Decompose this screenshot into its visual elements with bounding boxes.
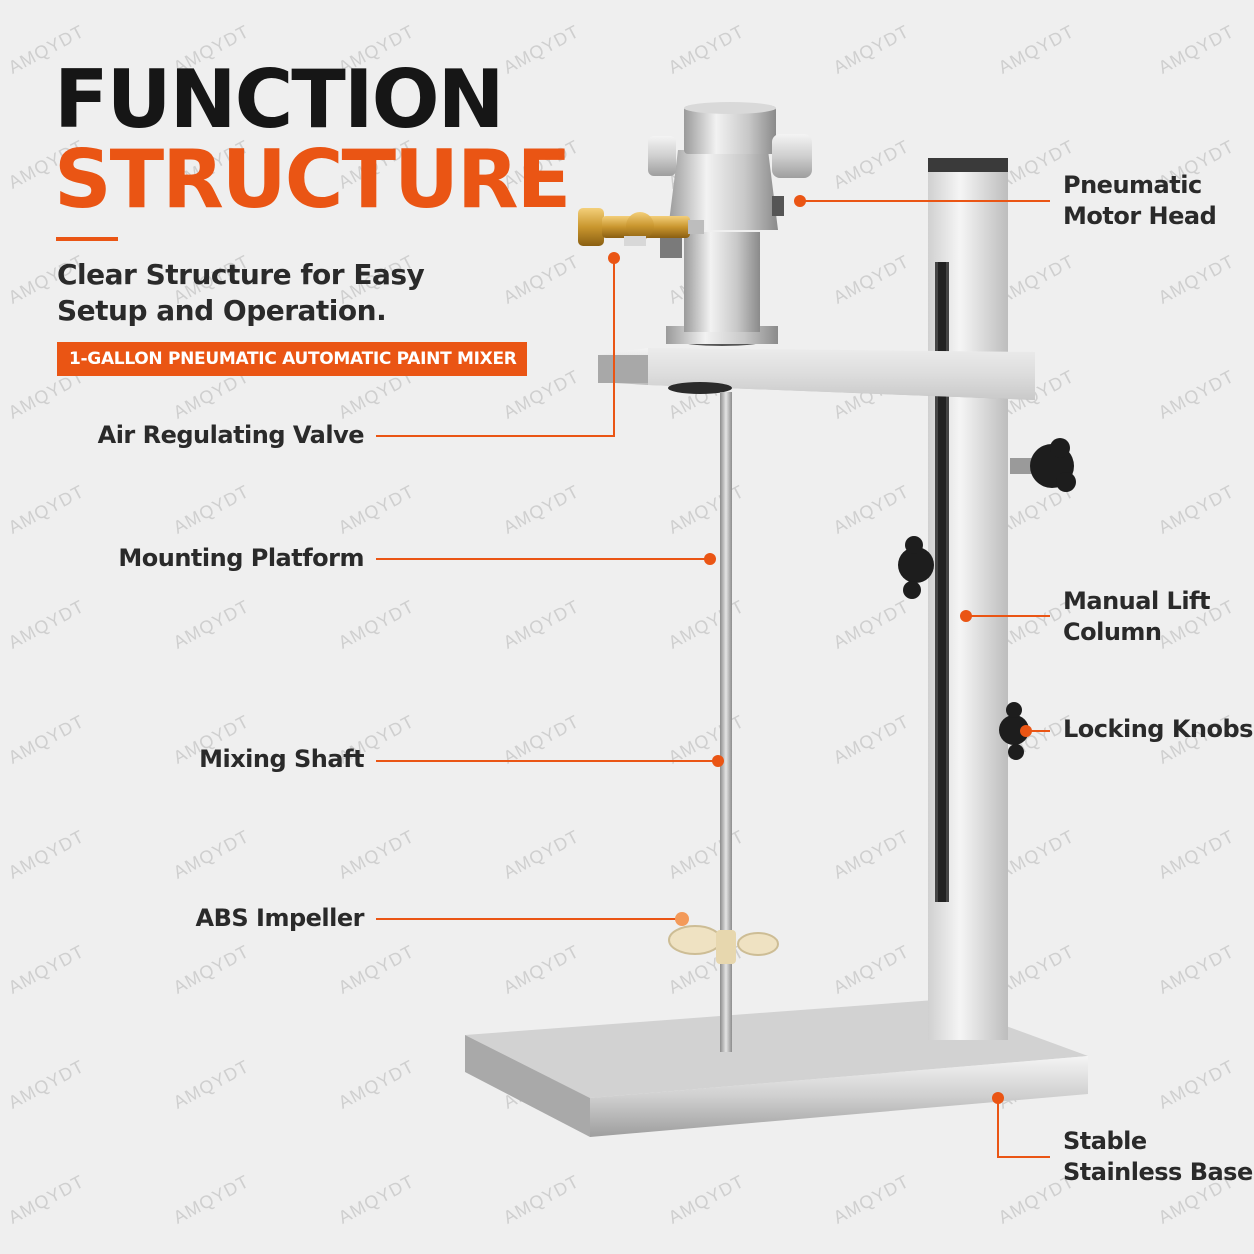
label-motor-head-line-2: Motor Head — [1063, 202, 1217, 230]
mixing-shaft — [720, 392, 732, 1052]
dot-lift-column — [960, 610, 972, 622]
dot-platform — [704, 553, 716, 565]
callout-lines — [376, 200, 1050, 1158]
subtitle-line-2: Setup and Operation. — [57, 294, 387, 327]
locking-knob-lower — [999, 702, 1029, 760]
dot-base — [992, 1092, 1004, 1104]
locking-knob-upper — [1010, 438, 1076, 492]
label-base-line-1: Stable — [1063, 1127, 1147, 1155]
title-line-1: FUNCTION — [54, 53, 505, 146]
subtitle-line-1: Clear Structure for Easy — [57, 258, 425, 291]
product-tag: 1-GALLON PNEUMATIC AUTOMATIC PAINT MIXER — [57, 342, 527, 376]
pneumatic-motor-head — [648, 102, 812, 346]
callout-dots — [608, 195, 1032, 1104]
accent-rule — [56, 237, 118, 241]
label-air-valve: Air Regulating Valve — [97, 421, 365, 449]
label-shaft: Mixing Shaft — [199, 745, 364, 773]
abs-impeller — [668, 925, 779, 964]
label-base: Stable Stainless Base — [1063, 1126, 1253, 1188]
label-motor-head: Pneumatic Motor Head — [1063, 170, 1217, 232]
label-locking-knobs: Locking Knobs — [1063, 715, 1253, 743]
leader-air-valve — [376, 258, 615, 437]
lift-column — [928, 158, 1008, 1040]
locking-knob-middle — [898, 536, 934, 599]
dot-motor-head — [794, 195, 806, 207]
label-base-line-2: Stainless Base — [1063, 1158, 1253, 1186]
label-lift-column-line-2: Column — [1063, 618, 1162, 646]
label-lift-column: Manual Lift Column — [1063, 586, 1210, 648]
label-platform: Mounting Platform — [118, 544, 364, 572]
dot-locking-knobs — [1020, 725, 1032, 737]
dot-air-valve — [608, 252, 620, 264]
leader-base — [997, 1098, 1050, 1158]
dot-shaft — [712, 755, 724, 767]
subtitle: Clear Structure for Easy Setup and Opera… — [57, 257, 457, 329]
mounting-platform — [598, 348, 1035, 400]
label-impeller: ABS Impeller — [195, 904, 365, 932]
dot-impeller — [675, 912, 689, 926]
air-regulating-valve — [578, 208, 704, 246]
label-lift-column-line-1: Manual Lift — [1063, 587, 1210, 615]
title-line-2: STRUCTURE — [54, 133, 571, 226]
label-motor-head-line-1: Pneumatic — [1063, 171, 1202, 199]
